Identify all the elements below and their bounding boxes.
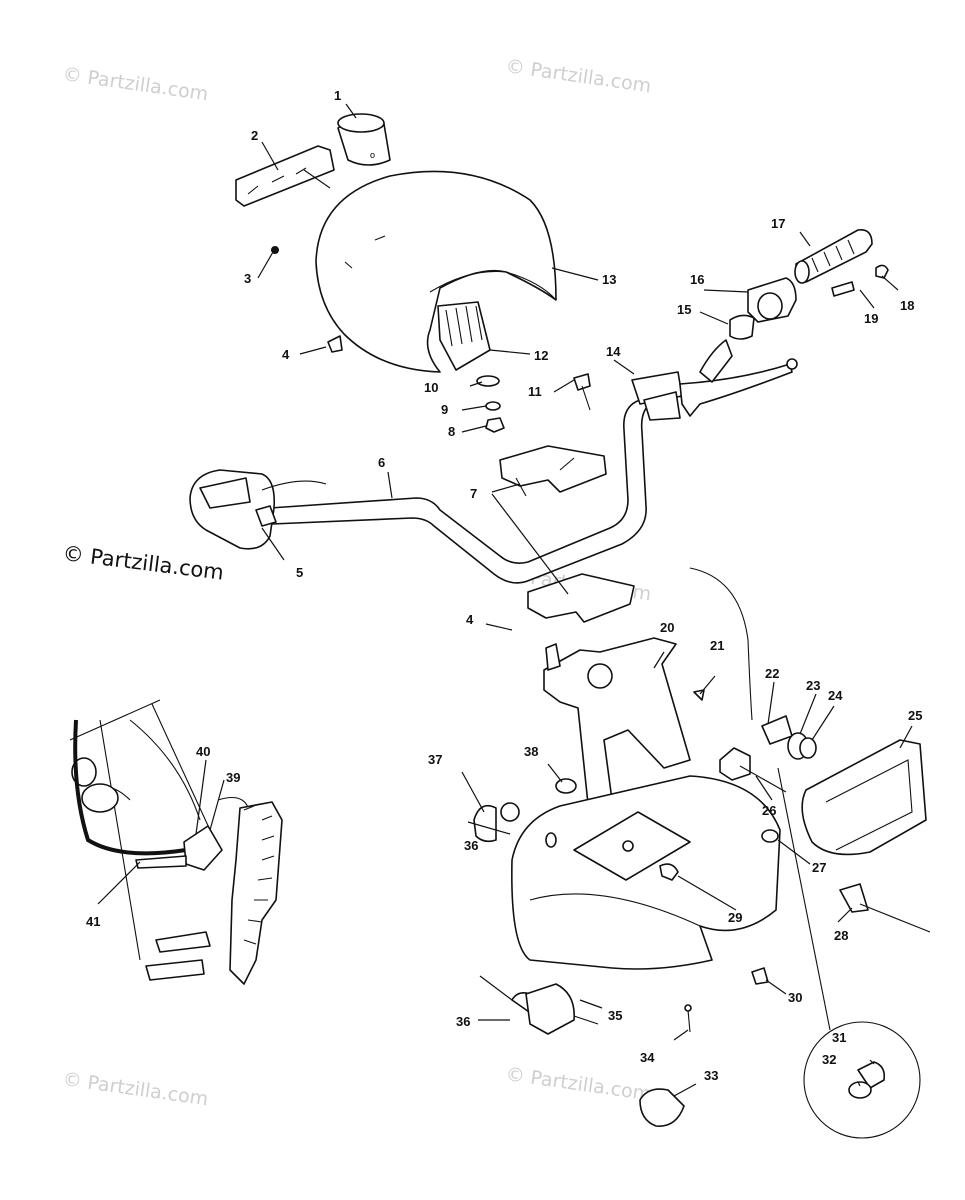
callout-16: 16 — [690, 272, 704, 287]
handlebar — [269, 399, 651, 584]
leader-lines — [97, 103, 913, 1097]
callout-4b: 4 — [466, 612, 474, 627]
part-callouts: 1 2 3 4 10 9 8 11 12 13 14 15 16 17 18 1… — [86, 88, 922, 1083]
callout-38: 38 — [524, 744, 538, 759]
callout-10: 10 — [424, 380, 438, 395]
detail-inset-circle — [777, 767, 921, 1139]
mounting-bracket — [437, 301, 491, 371]
callout-4: 4 — [282, 347, 290, 362]
callout-1: 1 — [334, 88, 341, 103]
callout-26: 26 — [762, 803, 776, 818]
callout-41: 41 — [86, 914, 100, 929]
callout-25: 25 — [908, 708, 922, 723]
callout-13: 13 — [602, 272, 616, 287]
lower-hardware — [473, 778, 769, 1127]
wheel-detail-inset — [69, 699, 283, 985]
watermark-text: © Partzilla.com — [504, 55, 652, 97]
speedometer: o — [337, 113, 391, 166]
callout-27: 27 — [812, 860, 826, 875]
callout-36b: 36 — [456, 1014, 470, 1029]
callout-31: 31 — [832, 1030, 846, 1045]
handlebar-pod-cover — [315, 170, 557, 373]
svg-text:o: o — [370, 150, 375, 160]
watermark-main-text: © Partzilla.com — [61, 541, 225, 585]
callout-12: 12 — [534, 348, 548, 363]
callout-15: 15 — [677, 302, 691, 317]
callout-30: 30 — [788, 990, 802, 1005]
callout-20: 20 — [660, 620, 674, 635]
callout-29: 29 — [728, 910, 742, 925]
watermark-text: © Partzilla.com — [61, 1068, 209, 1110]
callout-36: 36 — [464, 838, 478, 853]
callout-19: 19 — [864, 311, 878, 326]
callout-7: 7 — [470, 486, 477, 501]
callout-9: 9 — [441, 402, 448, 417]
callout-18: 18 — [900, 298, 914, 313]
watermark-text: © Partzilla.com — [61, 63, 209, 105]
headlight-bracket — [543, 637, 691, 805]
watermark-text: © Partzilla.com — [504, 1063, 652, 1105]
left-switch-housing — [189, 469, 327, 550]
callout-2: 2 — [251, 128, 258, 143]
callout-39: 39 — [226, 770, 240, 785]
callout-37: 37 — [428, 752, 442, 767]
callout-5: 5 — [296, 565, 303, 580]
callout-40: 40 — [196, 744, 210, 759]
callout-14: 14 — [606, 344, 621, 359]
small-hardware — [271, 246, 591, 433]
callout-24: 24 — [828, 688, 843, 703]
callout-8: 8 — [448, 424, 455, 439]
indicator-light-panel — [235, 145, 335, 207]
callout-6: 6 — [378, 455, 385, 470]
callout-35: 35 — [608, 1008, 622, 1023]
callout-17: 17 — [771, 216, 785, 231]
headlight-assembly — [659, 567, 931, 933]
handlebar-clamp — [499, 445, 635, 623]
callout-34: 34 — [640, 1050, 655, 1065]
callout-11: 11 — [528, 384, 542, 399]
callout-28: 28 — [834, 928, 848, 943]
callout-23: 23 — [806, 678, 820, 693]
callout-32: 32 — [822, 1052, 836, 1067]
lower-headlight-housing — [511, 775, 781, 970]
callout-21: 21 — [710, 638, 724, 653]
callout-22: 22 — [765, 666, 779, 681]
callout-3: 3 — [244, 271, 251, 286]
brake-master-cylinder — [631, 339, 798, 421]
throttle-and-grip — [729, 228, 889, 340]
callout-33: 33 — [704, 1068, 718, 1083]
